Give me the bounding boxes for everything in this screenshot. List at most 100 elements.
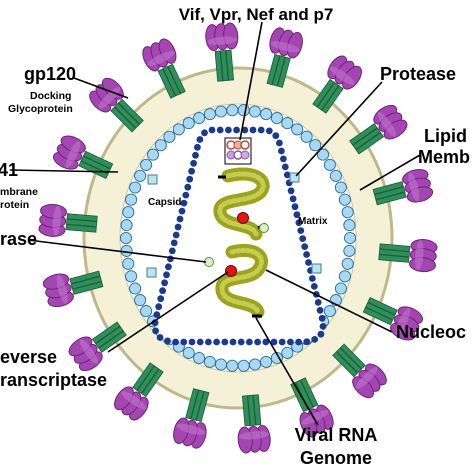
matrix-bead: [281, 346, 294, 359]
capsid-bead: [188, 167, 196, 175]
gp120-highlight: [377, 111, 397, 137]
envelope-spike: [38, 203, 98, 237]
viral-rna-genome: [213, 167, 270, 319]
label-protein: rotein: [0, 199, 29, 211]
label-vif-vpr-nef-p7: Vif, Vpr, Nef and p7: [179, 5, 334, 24]
capsid-bead: [168, 247, 176, 255]
gp41-stalk: [69, 270, 101, 285]
gp41-stalk: [375, 191, 407, 206]
label-lipid: Lipid: [424, 126, 467, 146]
matrix-bead: [260, 355, 273, 368]
capsid-bead: [194, 143, 201, 151]
rna-bound-enzymes: [204, 212, 269, 277]
envelope-spike: [332, 343, 387, 399]
matrix-bead: [122, 206, 135, 219]
envelope-spike: [362, 297, 424, 341]
capsid-bead: [201, 129, 208, 137]
gp120-highlight: [408, 172, 420, 202]
gp120-highlight: [79, 339, 99, 365]
gp41-stalk: [98, 330, 127, 353]
gp120-highlight: [65, 140, 81, 168]
capsid-shell: [154, 130, 324, 342]
gp41-stalk: [157, 68, 176, 99]
capsid-bead: [208, 126, 216, 134]
label-gp41: 41: [0, 160, 18, 180]
capsid-bead: [188, 338, 196, 346]
gp41-stalk: [321, 85, 344, 114]
capsid-bead: [291, 203, 299, 211]
capsid-bead: [295, 338, 302, 346]
capsid-bead: [156, 334, 164, 341]
capsid-bead: [174, 223, 182, 231]
gp120-lobe: [342, 65, 362, 90]
gp41-stalk: [214, 50, 224, 82]
matrix-bead: [193, 351, 206, 365]
label-docking: Docking: [30, 90, 71, 102]
gp120-highlight: [121, 390, 147, 410]
capsid-bead: [205, 338, 212, 346]
capsid-bead: [163, 271, 170, 279]
capsid-bead: [270, 338, 278, 346]
capsid-bead: [287, 187, 295, 195]
matrix-bead: [134, 294, 147, 307]
accessory-protein-cluster: [224, 137, 252, 165]
capsid-bead: [152, 327, 160, 335]
gp120-highlight: [329, 66, 355, 86]
capsid-bead: [295, 219, 303, 227]
gp41-stalk: [316, 82, 340, 111]
gp41-stalk: [132, 362, 155, 391]
label-integrase: rase: [0, 229, 37, 249]
protease-molecules: [146, 172, 322, 278]
matrix-bead: [154, 139, 167, 152]
gp41-stalk: [72, 281, 104, 295]
capsid-bead: [221, 338, 229, 346]
capsid-bead: [225, 126, 232, 134]
matrix-bead: [281, 117, 294, 130]
gp41-stalk: [114, 102, 140, 129]
gp41-stalk: [66, 218, 98, 228]
envelope-spike: [205, 22, 239, 82]
envelope-spike: [237, 394, 271, 454]
matrix-bead: [300, 130, 313, 143]
matrix-bead: [182, 346, 195, 359]
capsid-bead: [233, 126, 241, 134]
capsid-bead: [178, 207, 186, 215]
matrix-bead: [129, 181, 142, 194]
gp41-stalk: [362, 306, 394, 326]
matrix-bead: [343, 219, 356, 232]
reverse-transcriptase-upper: [237, 212, 249, 224]
capsid-bead: [165, 263, 172, 271]
gp41-stalk: [110, 106, 137, 133]
matrix-bead: [226, 104, 239, 117]
capsid-bead: [299, 235, 307, 243]
capsid-bead: [276, 139, 283, 147]
matrix-bead: [125, 193, 138, 206]
capsid-bead: [229, 338, 237, 346]
gp41-stalk: [65, 224, 97, 233]
matrix-bead: [122, 257, 135, 270]
label-transmembrane: mbrane: [0, 186, 38, 198]
capsid-bead: [172, 231, 180, 239]
capsid-bead: [289, 195, 297, 203]
matrix-bead: [237, 359, 250, 372]
capsid-bead: [297, 227, 305, 235]
capsid-bead: [196, 136, 204, 143]
matrix-bead: [203, 355, 216, 368]
gp41-stalk: [339, 343, 366, 370]
matrix-bead: [309, 139, 322, 152]
label-gp120: gp120: [24, 64, 76, 84]
capsid-bead: [287, 338, 294, 346]
matrix-bead: [329, 169, 342, 182]
matrix-bead: [214, 358, 228, 371]
label-membrane: Memb: [418, 147, 470, 167]
gp120-highlight: [270, 41, 300, 53]
matrix-bead: [270, 351, 283, 365]
gp41-stalk: [295, 379, 314, 410]
capsid-bead: [246, 338, 253, 346]
matrix-bead: [248, 105, 262, 118]
gp41-stalk: [190, 389, 205, 421]
gp41-stalk: [372, 181, 404, 195]
matrix-bead: [226, 359, 239, 372]
capsid-bead: [249, 126, 257, 134]
